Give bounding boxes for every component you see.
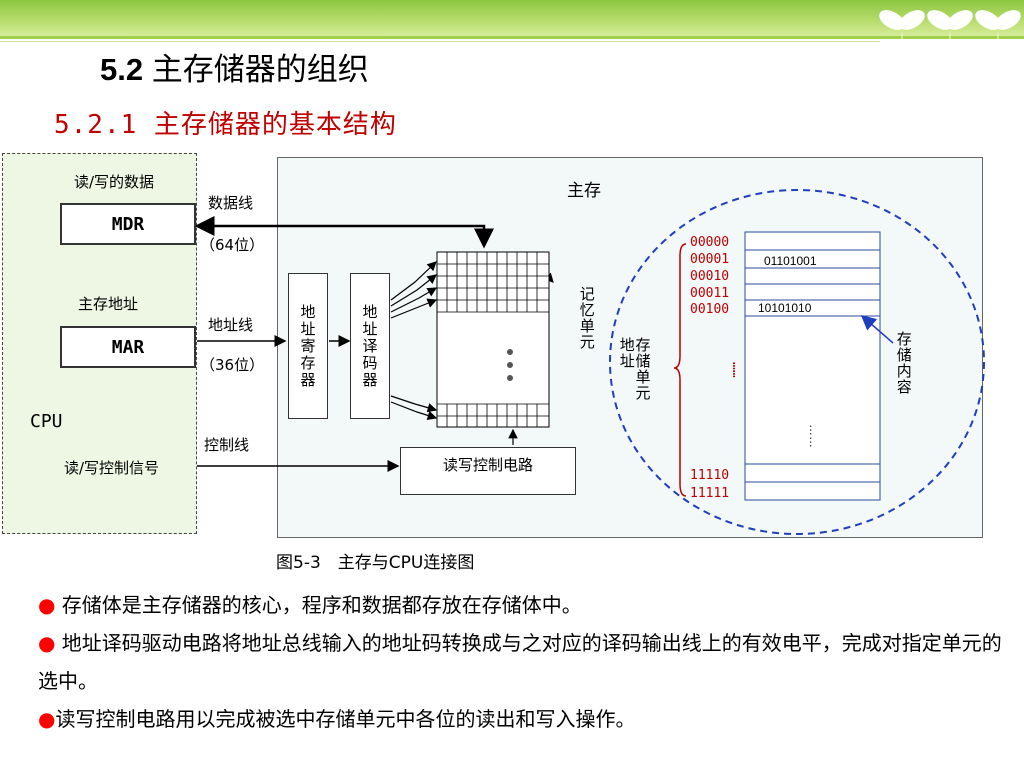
bullet-text: 读写控制电路用以完成被选中存储单元中各位的读出和写入操作。	[55, 707, 636, 731]
data-line-label: 数据线	[208, 194, 254, 212]
mar-register: MAR	[60, 326, 196, 368]
bullet-marker: ●	[38, 631, 56, 655]
storage-content-label: 存储内容	[894, 331, 913, 395]
address-2: 00010	[690, 269, 730, 284]
bullet-text: 地址译码驱动电路将地址总线输入的地址码转换成与之对应的译码输出线上的有效电平，完…	[38, 631, 1002, 693]
address-30: 11110	[690, 468, 730, 483]
address-decoder-box: 地址译码器	[350, 273, 390, 419]
address-0: 00000	[690, 235, 730, 250]
storage-content-pointer	[860, 315, 894, 344]
cpu-label: CPU	[30, 411, 63, 432]
title-number: 5.2	[100, 52, 144, 87]
address-register-box: 地址寄存器	[288, 273, 328, 419]
cell-array-dots	[507, 349, 513, 381]
slide-subtitle: 5.2.1 主存储器的基本结构	[54, 110, 397, 140]
word-lines	[390, 261, 438, 421]
address-31: 11111	[690, 486, 730, 501]
bullet-item-1: ● 存储体是主存储器的核心，程序和数据都存放在存储体中。	[38, 586, 1008, 624]
memory-cell-label: 记忆单元	[577, 286, 596, 350]
header-divider	[0, 36, 1024, 39]
address-1: 00001	[690, 252, 730, 267]
bullet-item-3: ●读写控制电路用以完成被选中存储单元中各位的读出和写入操作。	[38, 700, 1008, 738]
address-brace	[673, 243, 687, 497]
address-line-label: 地址线	[208, 316, 254, 334]
bullet-text: 存储体是主存储器的核心，程序和数据都存放在存储体中。	[55, 593, 582, 617]
mdr-register: MDR	[60, 203, 196, 245]
control-line-label: 控制线	[204, 436, 250, 454]
address-ellipsis: ……	[729, 362, 744, 378]
header-band	[0, 0, 1024, 36]
bullet-marker: ●	[38, 593, 56, 617]
connection-diagram	[194, 189, 985, 535]
rw-control-signal-label: 读/写控制信号	[64, 459, 160, 477]
header-thin-divider	[0, 41, 880, 42]
storage-ellipse	[609, 189, 985, 535]
figure-caption: 图5-3 主存与CPU连接图	[276, 553, 475, 573]
rw-control-circuit-box: 读写控制电路	[400, 447, 576, 495]
main-memory-title: 主存	[567, 181, 601, 201]
main-memory-address-label: 主存地址	[78, 295, 139, 313]
memory-cell-array	[436, 251, 550, 428]
address-3: 00011	[690, 286, 730, 301]
title-text: 主存储器的组织	[151, 52, 369, 87]
cell-value-00001: 01101001	[764, 254, 817, 268]
cell-value-00100: 10101010	[758, 301, 812, 315]
bullet-item-2: ● 地址译码驱动电路将地址总线输入的地址码转换成与之对应的译码输出线上的有效电平…	[38, 624, 1008, 700]
storage-table	[744, 231, 881, 501]
address-width-label: （36位）	[200, 356, 265, 374]
storage-table-rows	[745, 249, 880, 483]
slide-title: 5.2 主存储器的组织	[100, 44, 369, 89]
sprout-decoration-icon	[879, 10, 1021, 62]
data-bus-line	[194, 216, 494, 249]
rw-data-label: 读/写的数据	[74, 173, 155, 191]
content-ellipsis: ……	[807, 424, 821, 448]
data-width-label: （64位）	[200, 236, 265, 254]
address-4: 00100	[690, 302, 730, 317]
bullet-marker: ●	[38, 707, 56, 731]
memory-cell-grid	[437, 252, 549, 427]
storage-unit-address-label: 存储单元地址	[617, 337, 652, 401]
bullet-list: ● 存储体是主存储器的核心，程序和数据都存放在存储体中。 ● 地址译码驱动电路将…	[38, 586, 1008, 738]
